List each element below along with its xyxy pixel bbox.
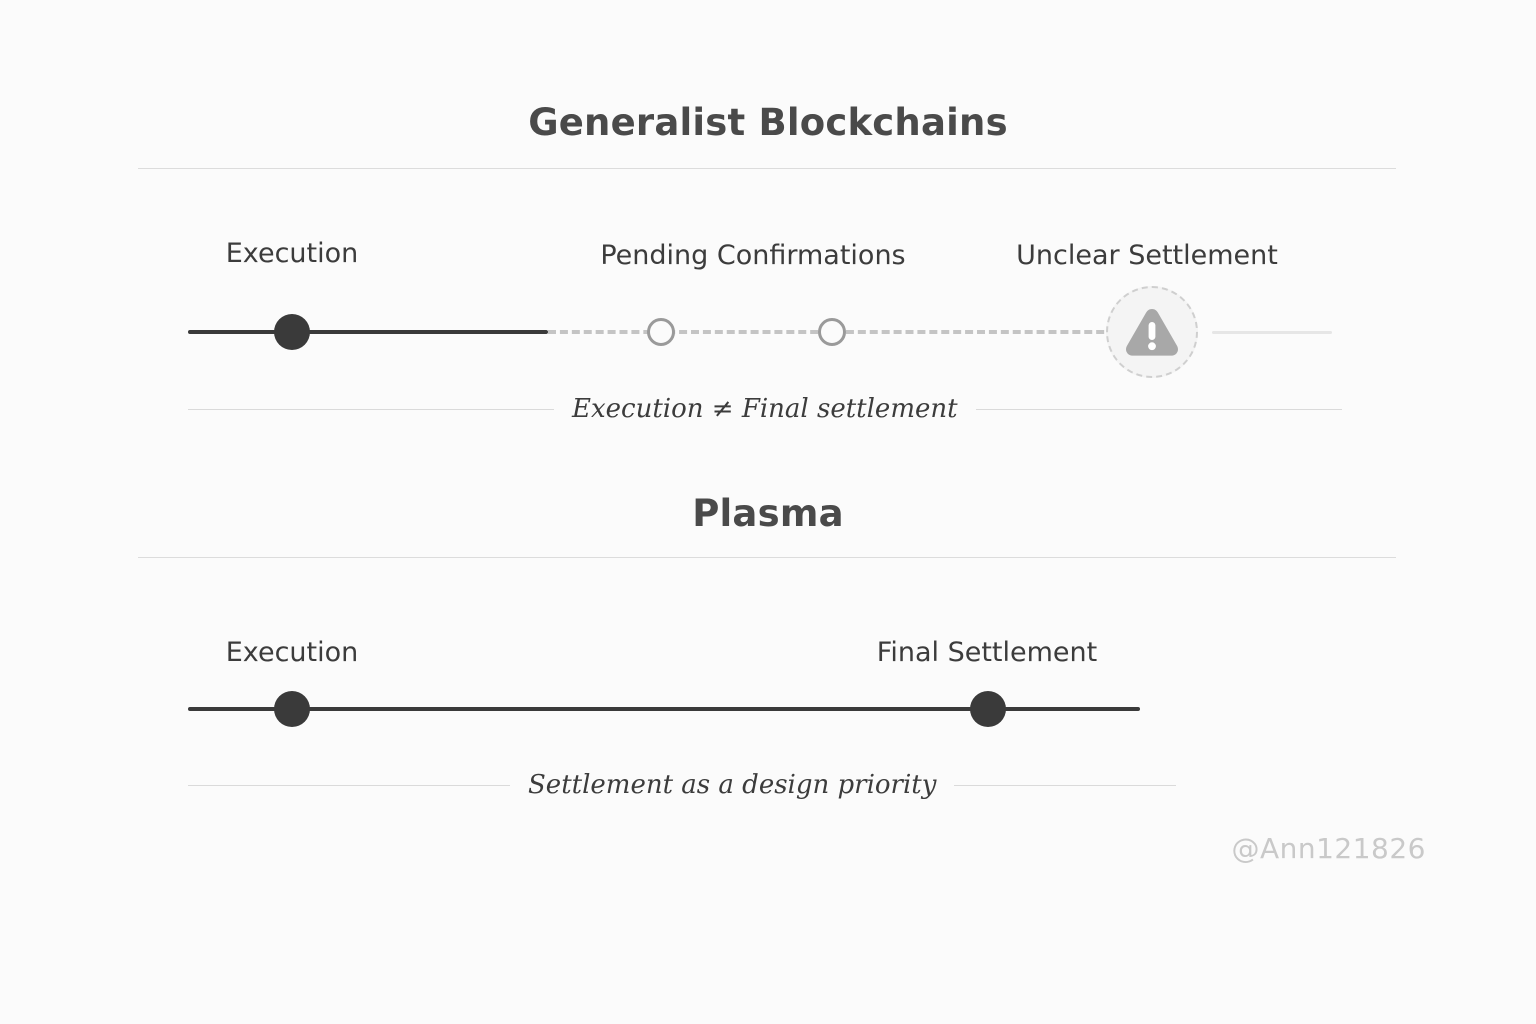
caption-text-plasma: Settlement as a design priority: [528, 770, 937, 800]
node-label-execution-generalist: Execution: [225, 238, 359, 269]
caption-rule-right-generalist: [975, 408, 1342, 410]
caption-rule-left-generalist: [188, 408, 554, 410]
timeline-node-pending-2[interactable]: [818, 318, 846, 346]
warning-triangle-icon: [1126, 309, 1178, 356]
section-title-plasma: Plasma: [692, 492, 844, 535]
timeline-track-faded-generalist: [1212, 331, 1332, 334]
node-label-unclear-settlement: Unclear Settlement: [1016, 240, 1278, 271]
caption-rule-right-plasma: [954, 784, 1177, 786]
timeline-node-unclear-settlement[interactable]: [1106, 286, 1198, 378]
caption-row-generalist: Execution ≠ Final settlement: [188, 394, 1342, 424]
caption-rule-left-plasma: [188, 784, 510, 786]
section-title-generalist: Generalist Blockchains: [528, 101, 1008, 144]
timeline-node-execution-generalist[interactable]: [274, 314, 310, 350]
caption-text-generalist: Execution ≠ Final settlement: [572, 394, 958, 424]
timeline-node-execution-plasma[interactable]: [274, 691, 310, 727]
timeline-node-pending-1[interactable]: [647, 318, 675, 346]
watermark-handle: @Ann121826: [1231, 832, 1426, 865]
node-label-final-settlement: Final Settlement: [876, 637, 1098, 668]
caption-row-plasma: Settlement as a design priority: [188, 770, 1177, 800]
section-divider-plasma: [138, 557, 1396, 558]
node-label-pending-confirmations: Pending Confirmations: [600, 240, 906, 271]
node-label-execution-plasma: Execution: [225, 637, 359, 668]
timeline-node-final-settlement[interactable]: [970, 691, 1006, 727]
section-divider-generalist: [138, 168, 1396, 169]
timeline-track-solid-plasma: [188, 707, 1140, 711]
timeline-track-solid-generalist: [188, 330, 548, 334]
